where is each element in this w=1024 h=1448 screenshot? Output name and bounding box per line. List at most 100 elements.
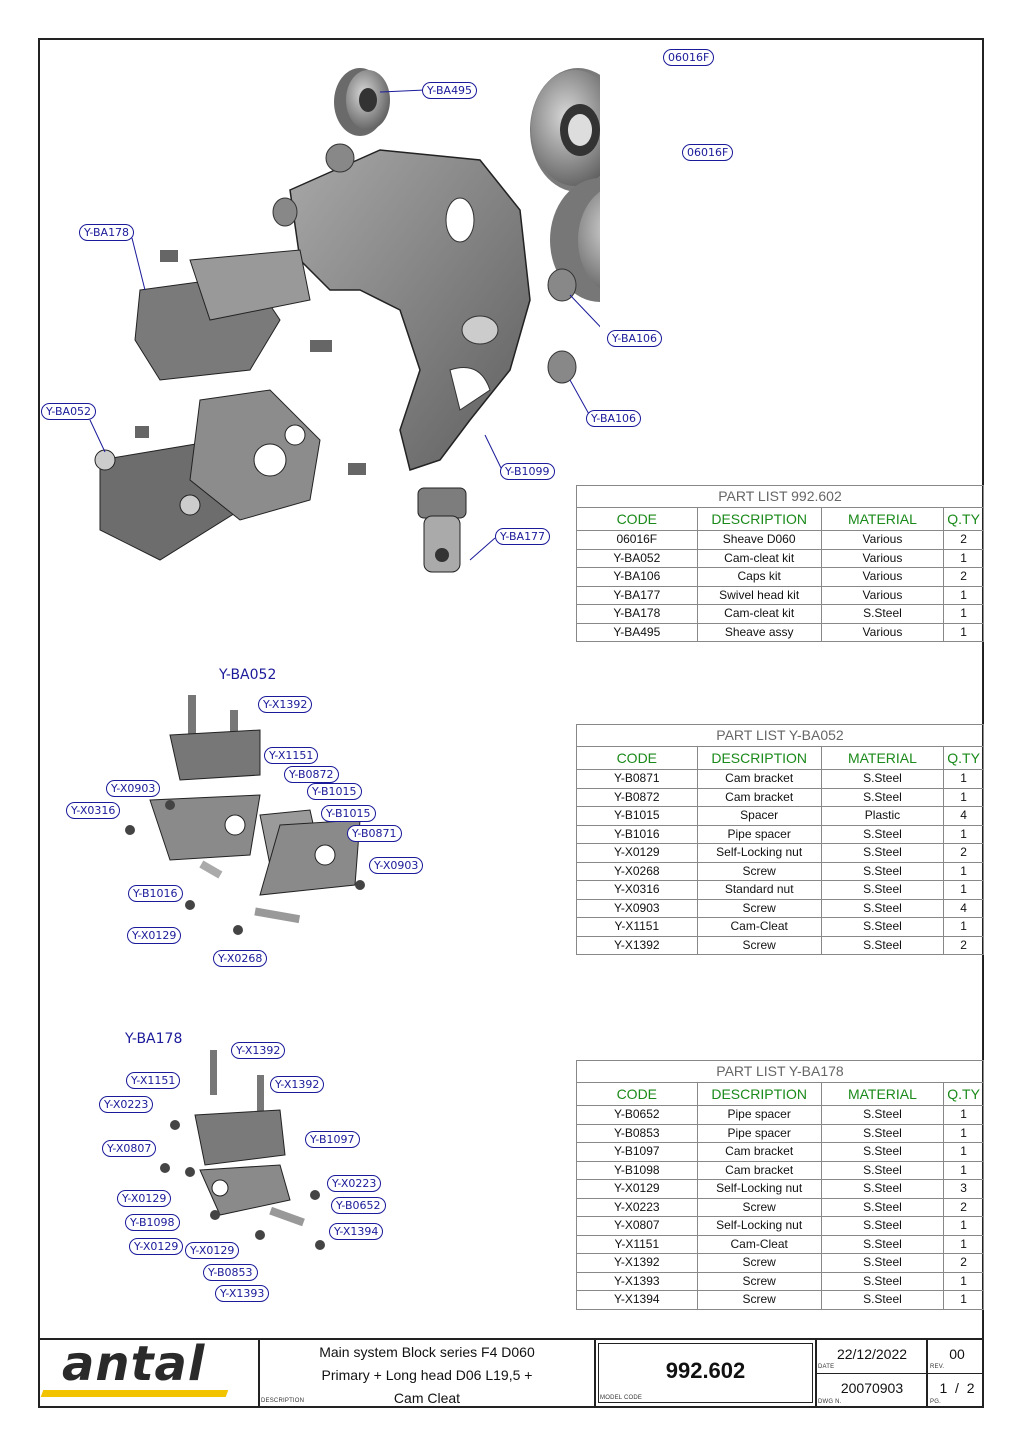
table-cell: 2 (943, 1253, 984, 1273)
dwg-number: 20070903 (840, 1380, 904, 1396)
table-cell: 2 (943, 1197, 984, 1217)
table-cell: 1 (943, 1142, 984, 1162)
logo-text: antal (62, 1336, 206, 1392)
table-cell: Screw (696, 1253, 822, 1273)
ba052-view-title: Y-BA052 (219, 667, 277, 683)
ba178-callout-y-x1151: Y-X1151 (126, 1072, 181, 1089)
table-cell: Various (820, 548, 945, 568)
table-cell: S.Steel (820, 1105, 945, 1125)
description-line-3: Cam Cleat (393, 1390, 461, 1406)
table-cell: 2 (943, 935, 984, 955)
ba052-exploded-view (125, 695, 365, 935)
column-header: CODE (576, 746, 698, 770)
rev-value: 00 (949, 1346, 965, 1362)
table-cell: Y-X1392 (576, 935, 698, 955)
small-sheave (334, 68, 390, 136)
part-list-title: PART LIST Y-BA178 (576, 1060, 984, 1082)
table-cell: Cam-Cleat (696, 1234, 822, 1254)
callout-y-ba495: Y-BA495 (422, 82, 478, 99)
table-cell: Y-B0652 (576, 1105, 698, 1125)
part-list-title: PART LIST Y-BA052 (576, 724, 984, 746)
table-cell: 1 (943, 1216, 984, 1236)
main-plate (289, 149, 531, 471)
table-cell: 1 (943, 585, 984, 605)
table-cell: Y-BA106 (576, 567, 698, 587)
ba178-callout-y-x1393: Y-X1393 (215, 1285, 270, 1302)
table-cell: Various (820, 622, 945, 642)
ba052-callout-y-b1016: Y-B1016 (128, 885, 183, 902)
table-cell: Screw (696, 1290, 822, 1310)
main-exploded-view (89, 68, 600, 573)
table-cell: S.Steel (820, 787, 945, 807)
callout-06016f-2: 06016F (682, 144, 734, 161)
table-cell: S.Steel (820, 843, 945, 863)
table-cell: 1 (943, 1105, 984, 1125)
table-cell: Pipe spacer (696, 1105, 822, 1125)
table-cell: 1 (943, 917, 984, 937)
table-cell: Various (820, 567, 945, 587)
tb-divider-1 (258, 1338, 260, 1408)
table-cell: Y-B1097 (576, 1142, 698, 1162)
table-cell: 06016F (576, 530, 698, 550)
ba052-callout-y-b0872: Y-B0872 (284, 766, 339, 783)
description-line-1: Main system Block series F4 D060 (319, 1344, 535, 1360)
table-cell: Caps kit (696, 567, 822, 587)
table-cell: Cam bracket (696, 1160, 822, 1180)
logo-bar (40, 1390, 229, 1397)
column-header: CODE (576, 1082, 698, 1106)
table-cell: 1 (943, 1160, 984, 1180)
table-cell: Y-B0872 (576, 787, 698, 807)
table-cell: S.Steel (820, 1234, 945, 1254)
column-header: CODE (576, 507, 698, 531)
table-cell: Cam-cleat kit (696, 604, 822, 624)
table-cell: Sheave assy (696, 622, 822, 642)
ba178-callout-y-x0223-1: Y-X0223 (99, 1096, 154, 1113)
table-cell: Y-BA052 (576, 548, 698, 568)
table-cell: S.Steel (820, 1160, 945, 1180)
table-cell: Y-BA178 (576, 604, 698, 624)
table-cell: S.Steel (820, 861, 945, 881)
callout-y-ba052: Y-BA052 (41, 403, 97, 420)
table-cell: Y-X0268 (576, 861, 698, 881)
table-cell: Y-B0853 (576, 1123, 698, 1143)
column-header: MATERIAL (820, 1082, 945, 1106)
table-cell: Y-X1151 (576, 917, 698, 937)
table-cell: Various (820, 530, 945, 550)
table-cell: Y-BA177 (576, 585, 698, 605)
column-header: Q.TY (943, 1082, 984, 1106)
table-cell: S.Steel (820, 1142, 945, 1162)
table-cell: Self-Locking nut (696, 1216, 822, 1236)
table-cell: 1 (943, 1234, 984, 1254)
table-cell: Screw (696, 1271, 822, 1291)
ba052-callout-y-x0129: Y-X0129 (127, 927, 182, 944)
callout-y-ba177: Y-BA177 (495, 528, 551, 545)
tb-divider-2 (594, 1338, 596, 1408)
page-number: 1 / 2 (939, 1380, 975, 1396)
table-cell: Cam bracket (696, 769, 822, 789)
page-label: PG. (930, 1399, 941, 1405)
table-cell: S.Steel (820, 1197, 945, 1217)
table-cell: 1 (943, 622, 984, 642)
swivel-head (417, 487, 467, 573)
ba178-view-title: Y-BA178 (125, 1031, 183, 1047)
ba052-callout-y-x0903-2: Y-X0903 (369, 857, 424, 874)
table-cell: Self-Locking nut (696, 1179, 822, 1199)
table-cell: S.Steel (820, 935, 945, 955)
table-cell: 4 (943, 898, 984, 918)
column-header: DESCRIPTION (696, 746, 822, 770)
table-cell: 3 (943, 1179, 984, 1199)
table-cell: S.Steel (820, 880, 945, 900)
table-cell: Swivel head kit (696, 585, 822, 605)
